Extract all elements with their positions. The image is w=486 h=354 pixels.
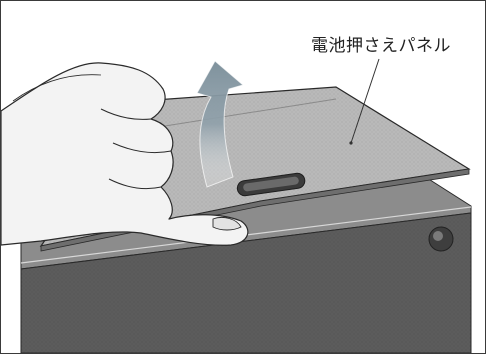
callout-leader-line xyxy=(350,58,380,144)
side-knob xyxy=(428,226,454,252)
lift-up-arrow-icon xyxy=(196,60,245,188)
hand-illustration xyxy=(1,62,249,246)
device-body xyxy=(20,170,472,353)
callout-dot xyxy=(349,141,353,145)
finger-slot xyxy=(236,172,306,197)
battery-panel-label: 電池押さえパネル xyxy=(311,36,451,56)
